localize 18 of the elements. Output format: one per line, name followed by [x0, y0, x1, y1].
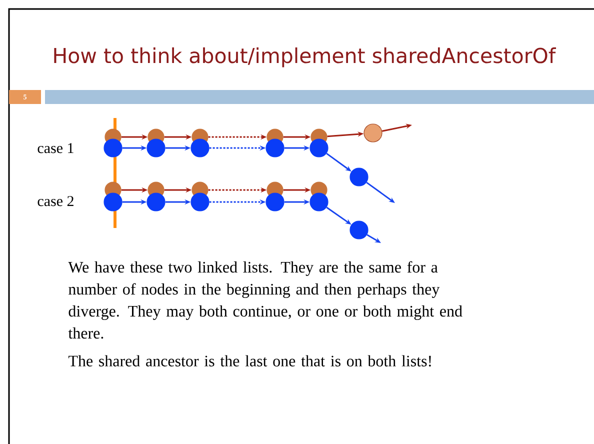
node-circle [350, 168, 368, 186]
slide-title: How to think about/implement sharedAncestorOf [54, 47, 556, 68]
node-circle [146, 138, 166, 158]
paragraph: We have these two linked lists. They are the same for a number of nodes in the beginning and then perhaps they diverge. They may both continue, or one or both might end there. [68, 261, 462, 339]
case-label: case 2 [38, 196, 74, 206]
paragraph: The shared ancestor is the last one that is on both lists! [68, 355, 431, 367]
node-circle [190, 138, 210, 158]
node-circle [104, 138, 122, 158]
node-circle [266, 138, 284, 158]
node-circle [310, 138, 328, 158]
node-circle [310, 192, 328, 212]
node-circle [350, 220, 368, 240]
node-circle [266, 192, 284, 212]
node-circle [364, 124, 382, 142]
case-label: case 1 [38, 143, 74, 154]
node-circle [190, 192, 210, 212]
node-circle [146, 192, 166, 212]
node-circle [104, 192, 122, 212]
